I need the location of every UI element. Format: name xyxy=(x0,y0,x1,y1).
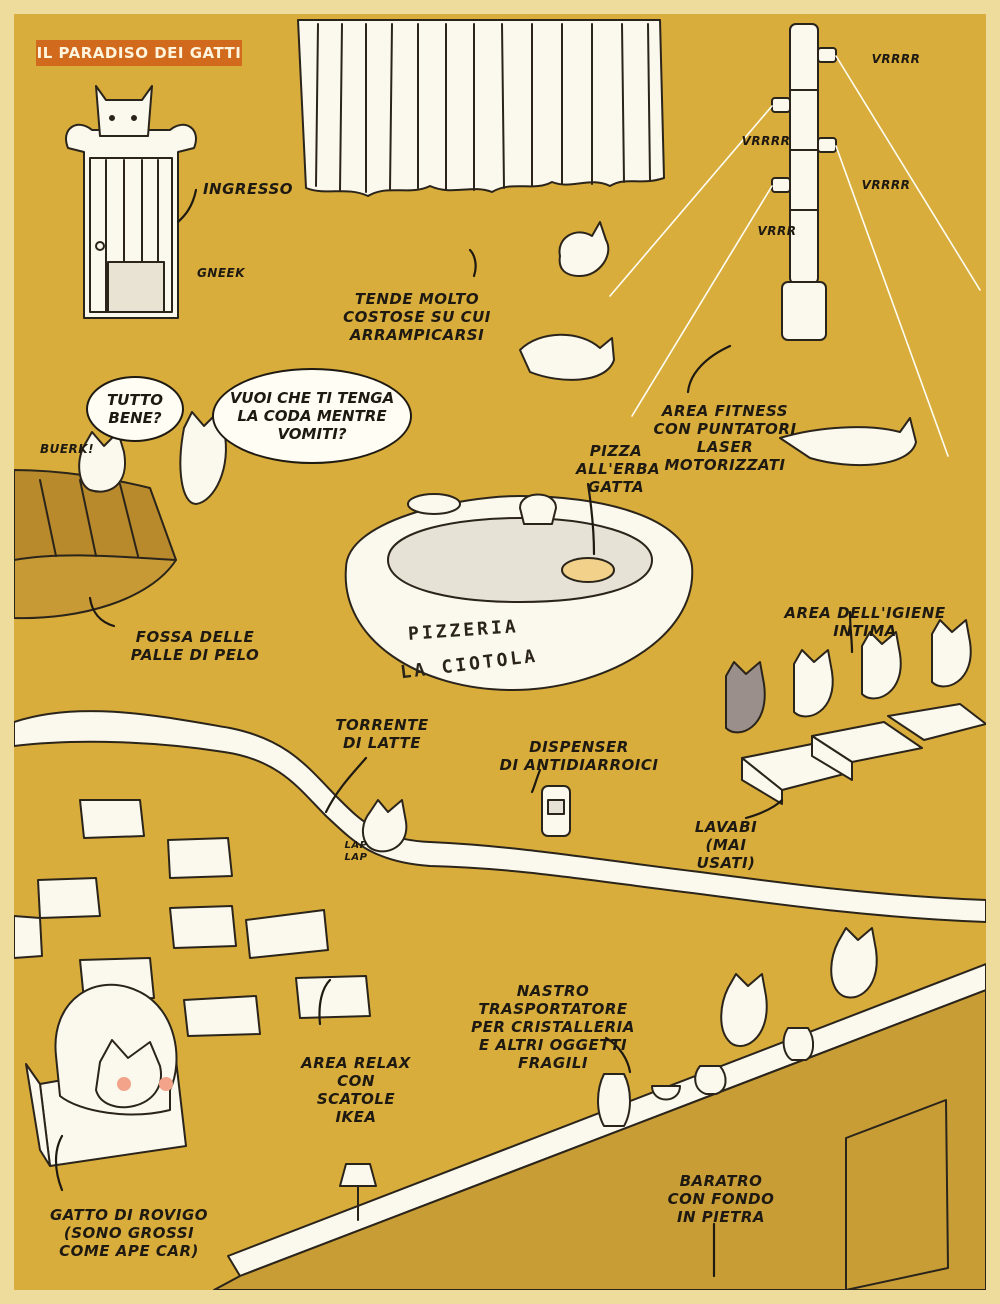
antidiarrhea-dispenser xyxy=(541,785,571,837)
cats xyxy=(78,221,972,1048)
speech-bubble-vomit: VUOI CHE TI TENGA LA CODA MENTRE VOMITI? xyxy=(212,368,412,464)
page-title: IL PARADISO DEI GATTI xyxy=(36,40,242,66)
laser-beams xyxy=(609,55,981,457)
label-vrrr: VRRR xyxy=(757,224,797,238)
label-hairball-pit: FOSSA DELLE PALLE DI PELO xyxy=(130,628,260,664)
label-relax-area: AREA RELAX CON SCATOLE IKEA xyxy=(301,1054,411,1126)
label-rovigo-cat: GATTO DI ROVIGO (SONO GROSSI COME APE CA… xyxy=(49,1206,209,1260)
hairball-pit xyxy=(14,469,177,620)
label-sinks: LAVABI (MAI USATI) xyxy=(694,818,758,872)
label-conveyor-belt: NASTRO TRASPORTATORE PER CRISTALLERIA E … xyxy=(471,982,635,1072)
label-milk-river: TORRENTE DI LATTE xyxy=(335,716,429,752)
label-ingresso: INGRESSO xyxy=(202,180,294,198)
giant-rovigo-cat xyxy=(54,983,178,1116)
label-chasm: BARATRO CON FONDO IN PIETRA xyxy=(667,1172,775,1226)
entrance-door xyxy=(65,85,197,319)
label-dispenser: DISPENSER DI ANTIDIARROICI xyxy=(499,738,659,774)
laser-pole xyxy=(771,23,837,341)
label-curtains: TENDE MOLTO COSTOSE SU CUI ARRAMPICARSI xyxy=(343,290,491,344)
label-intimate-hygiene: AREA DELL'IGIENE INTIMA xyxy=(784,604,946,640)
sinks xyxy=(741,703,986,805)
label-buerk: BUERK! xyxy=(39,442,95,456)
illustration-panel: IL PARADISO DEI GATTI INGRESSO GNEEK TEN… xyxy=(14,14,986,1290)
label-lap-lap: LAP LAP xyxy=(344,840,368,863)
fragile-objects xyxy=(339,1027,814,1221)
pizzeria-la-ciotola xyxy=(344,493,694,691)
scene-drawing xyxy=(14,19,986,1290)
speech-bubble-tutto-bene: TUTTO BENE? xyxy=(86,376,184,442)
label-pizza: PIZZA ALL'ERBA GATTA xyxy=(576,442,661,496)
label-fitness-area: AREA FITNESS CON PUNTATORI LASER MOTORIZ… xyxy=(653,402,797,474)
label-vrrrr-mid: VRRRR xyxy=(741,134,791,148)
label-vrrrr-right: VRRRR xyxy=(861,178,911,192)
label-gneek: GNEEK xyxy=(196,266,246,280)
expensive-curtains xyxy=(297,19,665,197)
label-vrrrr-top: VRRRR xyxy=(871,52,921,66)
milk-river xyxy=(14,710,986,923)
pointer-arrows xyxy=(54,188,854,1278)
